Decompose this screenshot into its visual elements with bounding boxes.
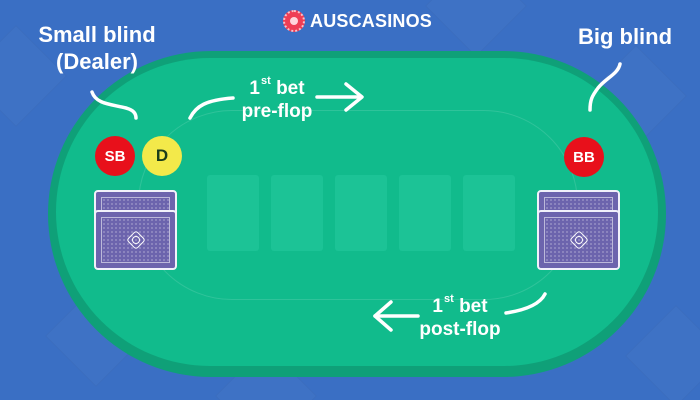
community-card-slot-3 — [335, 175, 387, 251]
poker-chip-icon — [283, 10, 305, 32]
left-hole-card-front — [94, 210, 177, 270]
arrow-left-icon — [373, 300, 420, 332]
bet-text: bet — [276, 78, 305, 99]
big-blind-label: Big blind — [577, 24, 673, 49]
big-blind-connector — [588, 62, 622, 112]
ordinal-suffix: st — [444, 293, 454, 305]
small-blind-text: Small blind — [38, 22, 156, 47]
arrow-right-icon — [315, 82, 364, 112]
dealer-button-chip: D — [142, 136, 182, 176]
community-card-slot-2 — [271, 175, 323, 251]
community-card-slot-1 — [207, 175, 259, 251]
big-blind-chip: BB — [564, 137, 604, 177]
postflop-bet-label: 1st bet post-flop — [400, 293, 520, 341]
dealer-text: (Dealer) — [56, 48, 138, 74]
preflop-curve — [188, 96, 235, 120]
bet-text: bet — [459, 296, 488, 317]
small-blind-chip: SB — [95, 136, 135, 176]
preflop-bet-label: 1st bet pre-flop — [222, 75, 332, 123]
postflop-curve — [504, 292, 547, 315]
community-card-slot-4 — [399, 175, 451, 251]
small-blind-connector — [90, 90, 138, 120]
phase-text: post-flop — [419, 319, 501, 341]
ordinal-number: 1 — [432, 296, 443, 317]
ordinal-suffix: st — [261, 75, 271, 87]
phase-text: pre-flop — [241, 101, 313, 123]
right-hole-card-front — [537, 210, 620, 270]
small-blind-label: Small blind (Dealer) — [22, 22, 172, 76]
community-card-slot-5 — [463, 175, 515, 251]
brand-name: AUSCASINOS — [310, 10, 433, 31]
ordinal-number: 1 — [249, 78, 260, 99]
brand-logo: AUSCASINOS — [283, 8, 432, 34]
